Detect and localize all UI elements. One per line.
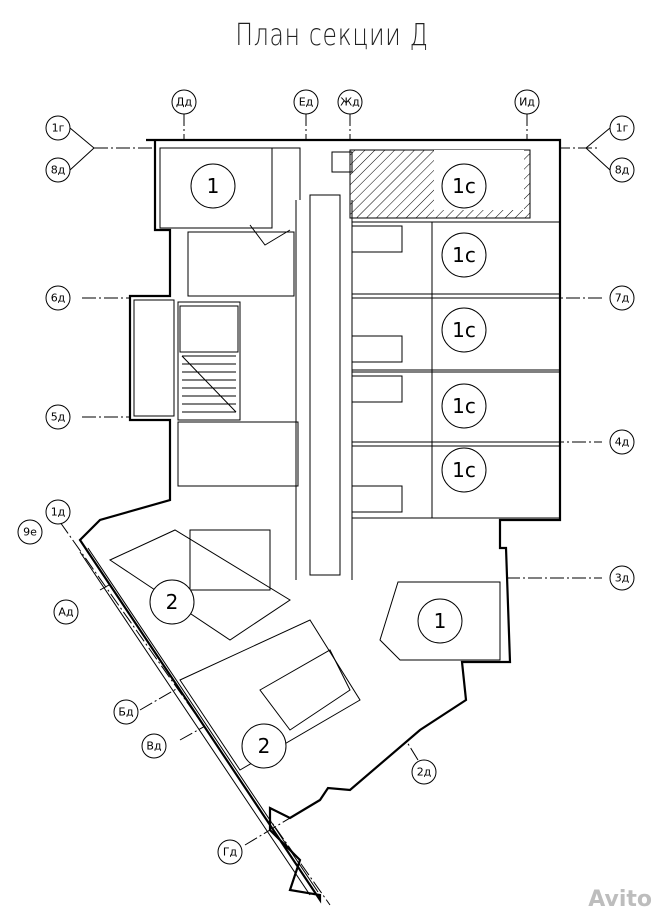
room-label: 1с xyxy=(452,243,476,267)
building-outline xyxy=(78,138,562,904)
axis-label: 2д xyxy=(417,766,432,779)
axis-label: 1д xyxy=(51,506,66,519)
right-units xyxy=(351,221,561,519)
axis-label: Жд xyxy=(340,96,360,109)
axis-label: 6д xyxy=(51,292,66,305)
axis-label: 8д xyxy=(615,164,630,177)
room-label: 2 xyxy=(258,734,271,758)
axis-label: Бд xyxy=(118,706,134,719)
room-label: 1с xyxy=(452,394,476,418)
axis-label: 8д xyxy=(51,164,66,177)
axis-label: 1г xyxy=(616,122,629,135)
axis-label: Вд xyxy=(146,740,162,753)
axis-label: 1г xyxy=(52,122,65,135)
room-label: 1с xyxy=(452,174,476,198)
axis-label: 9е xyxy=(23,526,37,539)
axis-label: 5д xyxy=(51,411,66,424)
room-label: 2 xyxy=(166,590,179,614)
axis-label: Гд xyxy=(223,846,238,859)
axis-bubbles: Дд Ед Жд Ид 1г 8д 1г 8д 6д 5д 7д 4д 3д 1… xyxy=(17,89,635,865)
room-label: 1с xyxy=(452,318,476,342)
service-rooms xyxy=(177,231,299,591)
room-label: 1 xyxy=(207,174,220,198)
axis-label: Дд xyxy=(176,96,193,109)
axis-label: 4д xyxy=(615,436,630,449)
page-title: План секции Д xyxy=(235,18,429,53)
room-label: 1с xyxy=(452,458,476,482)
watermark: Avito xyxy=(588,887,652,912)
axis-label: Ед xyxy=(299,96,314,109)
room-label: 1 xyxy=(434,609,447,633)
room-1c-hatched xyxy=(331,149,531,219)
room-labels: 1 1с 1с 1с 1с 1с 1 2 2 xyxy=(149,163,487,769)
axis-label: Ад xyxy=(58,606,74,619)
axis-label: 7д xyxy=(615,292,630,305)
axis-label: 3д xyxy=(615,572,630,585)
room-1-right xyxy=(379,581,501,661)
stair-core xyxy=(133,299,241,421)
axis-label: Ид xyxy=(519,96,535,109)
